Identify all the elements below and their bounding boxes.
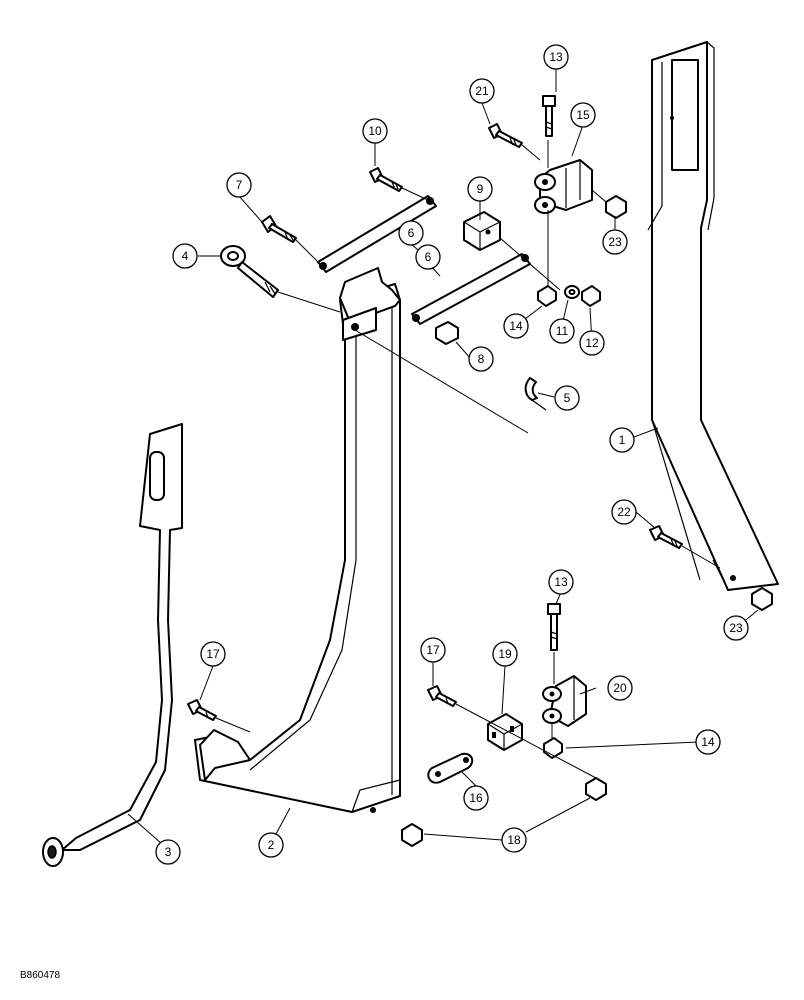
svg-text:6: 6 [425, 250, 432, 264]
callout-15: 15 [570, 102, 596, 128]
svg-text:18: 18 [507, 833, 521, 847]
callout-5: 5 [554, 385, 580, 411]
callout-13a: 13 [543, 44, 569, 70]
callout-17a: 17 [200, 641, 226, 667]
svg-text:19: 19 [498, 647, 512, 661]
callout-14a: 14 [503, 313, 529, 339]
svg-text:6: 6 [408, 226, 415, 240]
part-13-bolt-upper [542, 95, 556, 137]
part-17-bolt-left [187, 699, 217, 721]
part-18-nut-left [401, 823, 423, 847]
callout-22: 22 [611, 499, 637, 525]
svg-text:2: 2 [268, 838, 275, 852]
callout-11: 11 [549, 318, 575, 344]
svg-text:21: 21 [475, 84, 489, 98]
svg-text:15: 15 [576, 108, 590, 122]
svg-text:20: 20 [613, 681, 627, 695]
part-21-bolt [488, 123, 523, 148]
svg-text:14: 14 [509, 319, 523, 333]
svg-text:7: 7 [236, 178, 243, 192]
svg-text:14: 14 [701, 735, 715, 749]
svg-text:4: 4 [182, 249, 189, 263]
callout-1: 1 [609, 427, 635, 453]
part-16-link-lower [427, 752, 474, 784]
callout-9: 9 [467, 176, 493, 202]
callout-7: 7 [226, 172, 252, 198]
svg-text:23: 23 [608, 235, 622, 249]
callout-19: 19 [492, 641, 518, 667]
callout-17b: 17 [420, 637, 446, 663]
svg-text:3: 3 [165, 845, 172, 859]
part-1-shank [647, 41, 779, 591]
callout-6b: 6 [415, 244, 441, 270]
callout-10: 10 [362, 118, 388, 144]
callout-18: 18 [501, 827, 527, 853]
svg-text:16: 16 [469, 791, 483, 805]
svg-text:22: 22 [617, 505, 631, 519]
svg-text:10: 10 [368, 124, 382, 138]
callout-2: 2 [258, 832, 284, 858]
svg-text:8: 8 [478, 352, 485, 366]
part-7-bolt [261, 215, 297, 243]
part-23-nut-upper [605, 195, 627, 219]
part-18-nut-right [585, 777, 607, 801]
figure-reference: B860478 [20, 970, 60, 981]
svg-text:5: 5 [564, 391, 571, 405]
part-19-block-lower [487, 713, 523, 751]
callout-8: 8 [468, 346, 494, 372]
part-10-bolt [369, 167, 403, 192]
part-2-standard [194, 267, 401, 813]
callout-leaders [127, 67, 759, 845]
svg-text:13: 13 [554, 575, 568, 589]
callout-4: 4 [172, 243, 198, 269]
part-8-nut [435, 321, 459, 345]
svg-text:9: 9 [477, 182, 484, 196]
part-12-nut [581, 285, 601, 307]
assembly-lines [215, 140, 721, 779]
part-13-bolt-lower [547, 603, 561, 651]
callout-16: 16 [463, 785, 489, 811]
part-20-clevis-lower [542, 675, 587, 727]
callout-6a: 6 [398, 220, 424, 246]
svg-text:23: 23 [729, 621, 743, 635]
callout-20: 20 [607, 675, 633, 701]
svg-text:13: 13 [549, 50, 563, 64]
callout-12: 12 [579, 330, 605, 356]
svg-text:17: 17 [206, 647, 220, 661]
part-11-washer [564, 285, 580, 299]
svg-text:1: 1 [619, 433, 626, 447]
svg-text:12: 12 [585, 336, 599, 350]
part-23-nut-lower [751, 587, 773, 611]
part-17-bolt-right [427, 685, 457, 707]
part-3-spring-rod [42, 423, 183, 867]
callout-3: 3 [155, 839, 181, 865]
part-4-eye-bolt [220, 245, 279, 298]
callout-14b: 14 [695, 729, 721, 755]
part-15-clevis-upper [534, 159, 593, 214]
part-22-bolt [649, 525, 683, 549]
callout-23a: 23 [602, 229, 628, 255]
part-14-nut-upper [537, 285, 557, 307]
callout-13b: 13 [548, 569, 574, 595]
part-6-link-upper [317, 195, 437, 273]
part-5-cotter-pin [524, 377, 547, 411]
svg-text:17: 17 [426, 643, 440, 657]
svg-text:11: 11 [556, 324, 569, 338]
callout-23b: 23 [723, 615, 749, 641]
part-9-block [463, 211, 501, 251]
callout-21: 21 [469, 78, 495, 104]
